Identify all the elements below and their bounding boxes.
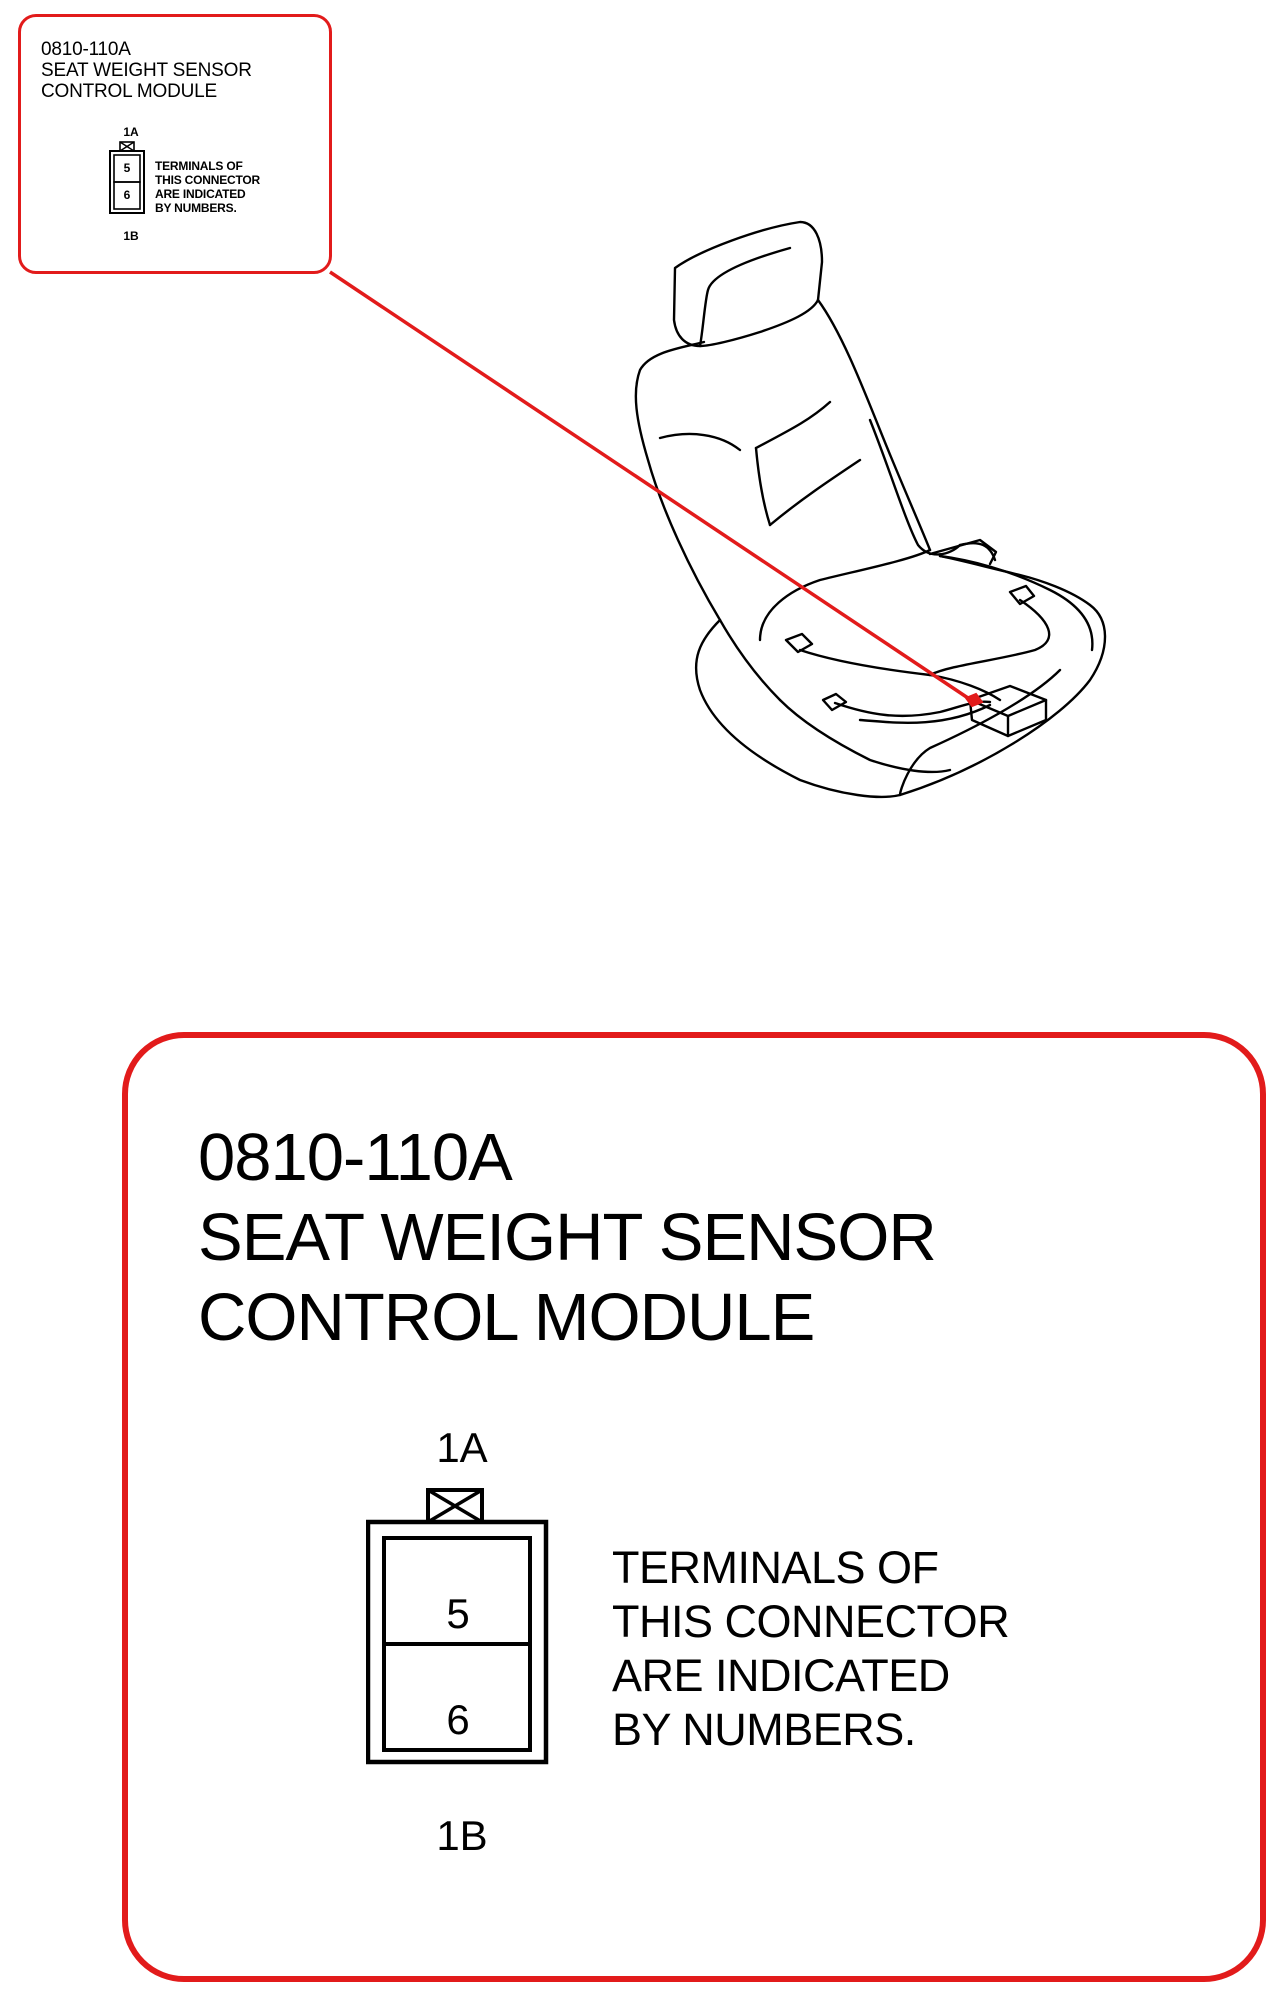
large-terminal-5: 5 <box>446 1590 470 1637</box>
headrest <box>672 220 824 348</box>
large-note: TERMINALS OF THIS CONNECTOR ARE INDICATE… <box>612 1542 1010 1755</box>
control-module-box <box>968 684 1048 738</box>
small-terminal-5: 5 <box>123 161 131 175</box>
small-part-number: 0810-110A <box>41 39 131 60</box>
small-callout: 0810-110A SEAT WEIGHT SENSOR CONTROL MOD… <box>18 14 332 274</box>
small-note: TERMINALS OF THIS CONNECTOR ARE INDICATE… <box>155 159 260 215</box>
small-pin-top-label: 1A <box>123 125 139 139</box>
large-callout: 0810-110A SEAT WEIGHT SENSOR CONTROL MOD… <box>122 1032 1266 1982</box>
large-callout-title: 0810-110A SEAT WEIGHT SENSOR CONTROL MOD… <box>198 1118 937 1358</box>
small-title-line1: SEAT WEIGHT SENSOR <box>41 60 252 81</box>
seat-cushion <box>694 554 1107 799</box>
small-title-line2: CONTROL MODULE <box>41 81 217 102</box>
large-pin-top-label: 1A <box>436 1424 488 1471</box>
large-pin-bottom-label: 1B <box>436 1812 488 1859</box>
wire-harness <box>798 648 1002 702</box>
large-part-number: 0810-110A <box>198 1120 513 1195</box>
leader-line <box>329 270 975 704</box>
small-terminal-6: 6 <box>123 188 131 202</box>
small-callout-title: 0810-110A SEAT WEIGHT SENSOR CONTROL MOD… <box>41 39 252 102</box>
small-pin-bottom-label: 1B <box>123 229 139 243</box>
large-title-line1: SEAT WEIGHT SENSOR <box>198 1200 937 1275</box>
large-title-line2: CONTROL MODULE <box>198 1280 815 1355</box>
small-connector-icon <box>109 141 145 214</box>
backrest <box>634 340 782 702</box>
large-terminal-6: 6 <box>446 1696 470 1743</box>
large-connector-icon <box>366 1488 549 1765</box>
